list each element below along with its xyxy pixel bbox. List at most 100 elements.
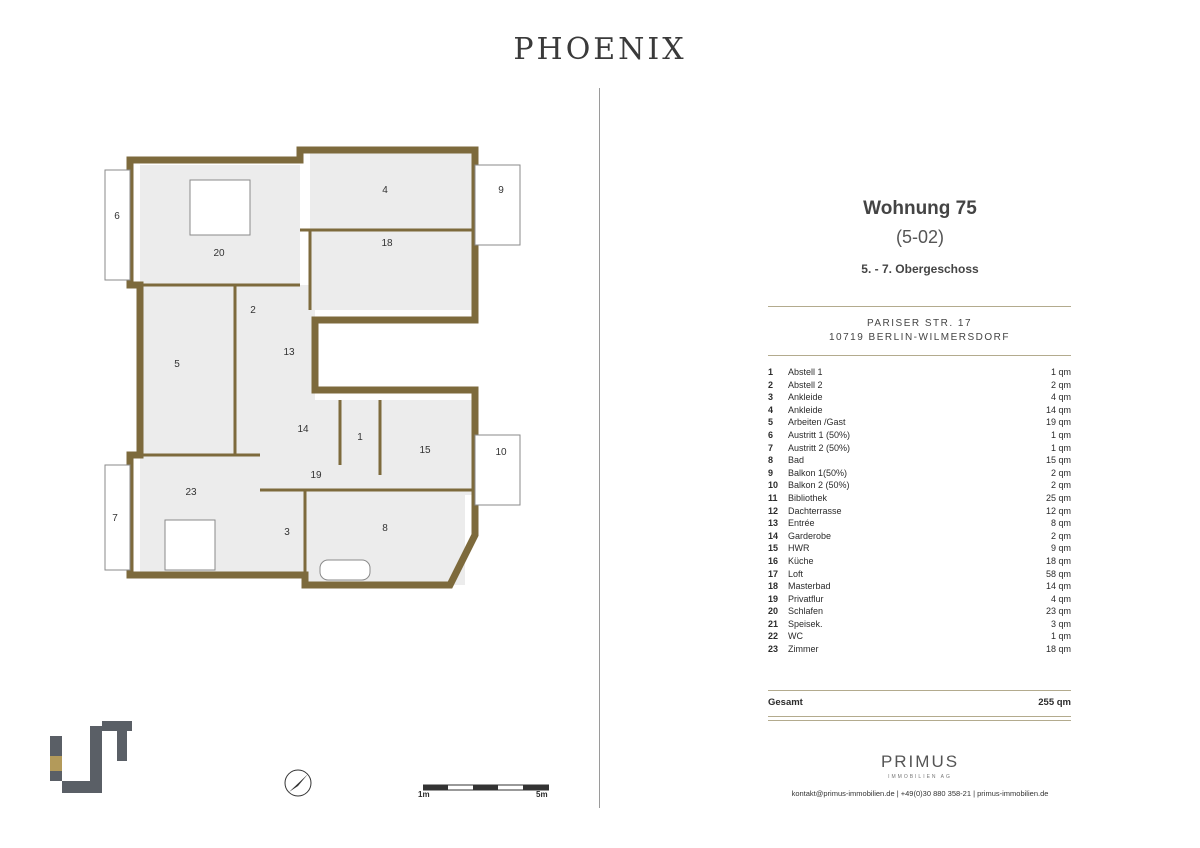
vertical-divider <box>599 88 600 808</box>
rule-top <box>768 306 1071 307</box>
site-plan-icon <box>50 721 132 793</box>
room-name: WC <box>788 631 803 642</box>
room-area: 1 qm <box>1050 367 1071 377</box>
room-number: 14 <box>768 530 779 541</box>
room-area: 2 qm <box>1050 480 1071 491</box>
plan-label-6: 6 <box>114 211 120 222</box>
room-number: 13 <box>768 518 779 529</box>
plan-label-8: 8 <box>382 523 388 534</box>
rule-address <box>768 355 1071 356</box>
room-row: 13 Entrée 8 qm <box>768 517 1071 530</box>
plan-label-9: 9 <box>498 185 504 196</box>
rule-total-bottom <box>768 716 1071 717</box>
room-row: 16 Küche 18 qm <box>768 555 1071 568</box>
room-number: 2 <box>768 379 774 390</box>
plan-label-10: 10 <box>495 447 507 458</box>
room-number: 10 <box>768 480 779 491</box>
room-name: Balkon 2 (50%) <box>788 480 850 491</box>
balkon-10 <box>474 434 521 506</box>
room-ankleide-3 <box>260 490 305 575</box>
plan-label-7: 7 <box>112 513 118 524</box>
room-area: 23 qm <box>1045 606 1071 617</box>
room-number: 23 <box>768 644 779 655</box>
room-area: 12 qm <box>1045 505 1071 516</box>
room-area: 4 qm <box>1050 593 1071 604</box>
room-name: Abstell 1 <box>788 367 823 377</box>
plan-label-18: 18 <box>381 238 393 249</box>
room-flur <box>235 400 475 495</box>
total-value: 255 qm <box>1038 697 1071 708</box>
room-name: Entrée <box>788 518 815 529</box>
balkon-9 <box>474 164 521 246</box>
bed-1 <box>189 179 251 236</box>
room-name: Dachterrasse <box>788 505 842 516</box>
room-name: Zimmer <box>788 644 819 655</box>
room-name: Masterbad <box>788 581 831 592</box>
austritt-6 <box>104 169 131 281</box>
plan-label-23: 23 <box>185 487 197 498</box>
room-name: Arbeiten /Gast <box>788 417 846 428</box>
room-row: 12 Dachterrasse 12 qm <box>768 505 1071 518</box>
plan-label-3: 3 <box>284 527 290 538</box>
room-row: 21 Speisek. 3 qm <box>768 618 1071 631</box>
address-street: PARISER STR. 17 <box>866 318 973 329</box>
room-name: Balkon 1(50%) <box>788 467 848 478</box>
plan-label-14: 14 <box>297 424 309 435</box>
room-name: Privatflur <box>788 593 824 604</box>
room-area: 2 qm <box>1050 467 1071 478</box>
scale-bar <box>423 784 549 791</box>
address-city: 10719 BERLIN-WILMERSDORF <box>828 332 1011 343</box>
room-number: 18 <box>768 581 779 592</box>
room-name: Ankleide <box>788 392 823 403</box>
plan-label-5: 5 <box>174 359 180 370</box>
room-number: 16 <box>768 555 779 566</box>
room-number: 21 <box>768 618 779 629</box>
room-area: 8 qm <box>1050 518 1071 529</box>
room-name: HWR <box>788 543 810 554</box>
room-name: Abstell 2 <box>788 379 823 390</box>
room-name: Bad <box>788 455 805 466</box>
apartment-code: (5-02) <box>895 227 944 247</box>
room-ankleide-4 <box>310 150 475 230</box>
room-name: Austritt 2 (50%) <box>788 442 851 453</box>
room-name: Ankleide <box>788 404 823 415</box>
plan-label-1: 1 <box>357 432 363 443</box>
room-name: Bibliothek <box>788 492 828 503</box>
room-number: 5 <box>768 417 774 428</box>
room-number: 3 <box>768 392 774 403</box>
room-row: 2 Abstell 2 2 qm <box>768 379 1071 392</box>
room-number: 8 <box>768 455 774 466</box>
room-number: 15 <box>768 543 779 554</box>
plan-label-20: 20 <box>213 248 225 259</box>
room-number: 11 <box>768 492 778 503</box>
room-area: 3 qm <box>1050 618 1071 629</box>
room-area: 18 qm <box>1045 555 1071 566</box>
room-number: 12 <box>768 505 779 516</box>
company-logo: PRIMUS <box>880 752 960 771</box>
total-label: Gesamt <box>768 697 803 708</box>
room-name: Loft <box>788 568 804 579</box>
room-row: 10 Balkon 2 (50%) 2 qm <box>768 479 1071 492</box>
room-name: Speisek. <box>788 618 823 629</box>
room-area: 9 qm <box>1050 543 1071 554</box>
room-name: Küche <box>788 555 814 566</box>
austritt-7 <box>104 464 131 571</box>
room-area: 1 qm <box>1050 429 1071 440</box>
apartment-floors: 5. - 7. Obergeschoss <box>861 262 979 276</box>
room-number: 6 <box>768 429 774 440</box>
bed-2 <box>164 519 216 571</box>
room-name: Austritt 1 (50%) <box>788 429 851 440</box>
plan-label-15: 15 <box>419 445 431 456</box>
room-area: 2 qm <box>1050 379 1071 390</box>
room-area: 1 qm <box>1050 631 1071 642</box>
plan-label-19: 19 <box>310 470 322 481</box>
